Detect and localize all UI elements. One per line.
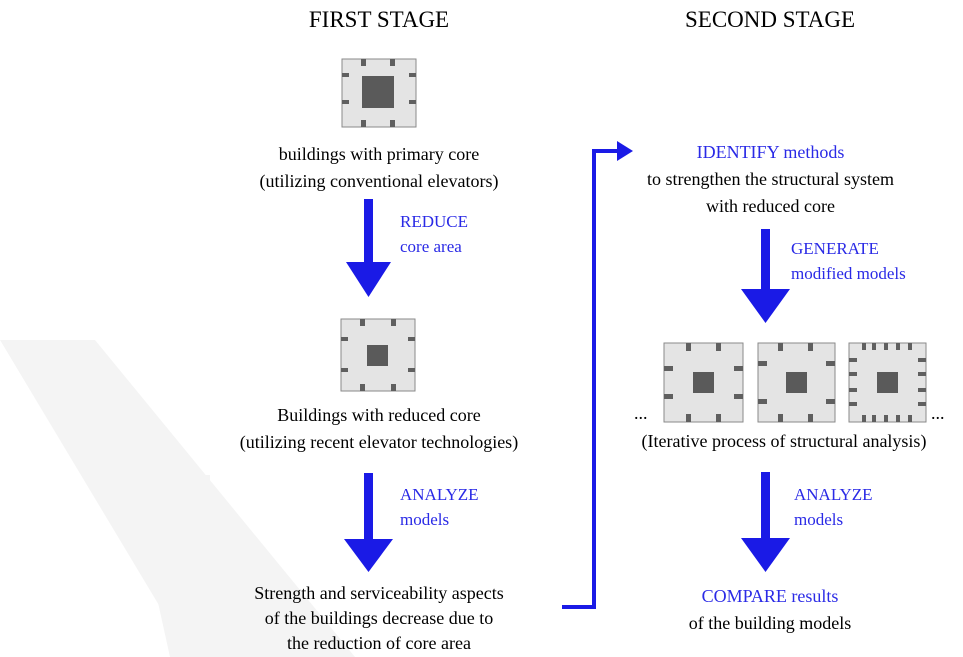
modified-plan-3 (848, 342, 927, 423)
arrow-analyze-second (741, 472, 790, 572)
second-stage-step2: (Iterative process of structural analysi… (641, 431, 927, 451)
step2-line2: (utilizing recent elevator technologies) (239, 432, 519, 452)
modified-plan-1 (663, 342, 744, 423)
first-stage-step3: Strength and serviceability aspects of t… (189, 581, 569, 656)
action-analyze-first: ANALYZE models (400, 482, 479, 532)
action-analyze2-verb: ANALYZE (794, 485, 873, 504)
second-stage-title: SECOND STAGE (684, 7, 856, 32)
step1-line1: buildings with primary core (278, 144, 480, 164)
ellipsis-right: ... (931, 403, 945, 423)
arrow-analyze-first (344, 473, 393, 572)
action-generate-verb: GENERATE (791, 239, 879, 258)
step3-line1: Strength and serviceability aspects (254, 583, 504, 603)
action-generate-object: modified models (791, 264, 906, 283)
modified-plan-2 (757, 342, 836, 423)
step1-line2: (utilizing conventional elevators) (259, 171, 499, 191)
identify-line2: to strengthen the structural system (647, 169, 894, 189)
primary-core (362, 76, 394, 108)
ellipsis-left: ... (634, 403, 648, 423)
action-analyze-verb: ANALYZE (400, 485, 479, 504)
action-reduce: REDUCE core area (400, 209, 468, 259)
arrow-generate (741, 229, 790, 323)
arrow-reduce (346, 199, 391, 297)
watermark (0, 340, 355, 657)
identify-methods: IDENTIFY methods (696, 142, 845, 162)
connector-arrow (562, 141, 633, 609)
reduced-core (367, 345, 388, 366)
step3-line2: of the buildings decrease due to (264, 608, 494, 628)
second-stage-step3: COMPARE results of the building models (620, 583, 920, 637)
second-stage-step1: IDENTIFY methods to strengthen the struc… (598, 139, 943, 220)
plan-columns (342, 59, 416, 127)
action-generate: GENERATE modified models (791, 236, 906, 286)
building-plan-primary-core (341, 58, 417, 128)
identify-line3: with reduced core (706, 196, 835, 216)
action-reduce-verb: REDUCE (400, 212, 468, 231)
building-plan-reduced-core (340, 318, 416, 392)
first-stage-title: FIRST STAGE (308, 7, 450, 32)
action-reduce-object: core area (400, 237, 462, 256)
compare-line2: of the building models (688, 613, 852, 633)
step2-line1: Buildings with reduced core (277, 405, 481, 425)
plan-columns (341, 319, 415, 391)
compare-results: COMPARE results (701, 586, 839, 606)
first-stage-step2: Buildings with reduced core (utilizing r… (179, 402, 579, 456)
action-analyze-second: ANALYZE models (794, 482, 873, 532)
first-stage-step1: buildings with primary core (utilizing c… (179, 141, 579, 195)
step3-line3: the reduction of core area (287, 633, 471, 653)
action-analyze2-object: models (794, 510, 844, 529)
action-analyze-object: models (400, 510, 450, 529)
